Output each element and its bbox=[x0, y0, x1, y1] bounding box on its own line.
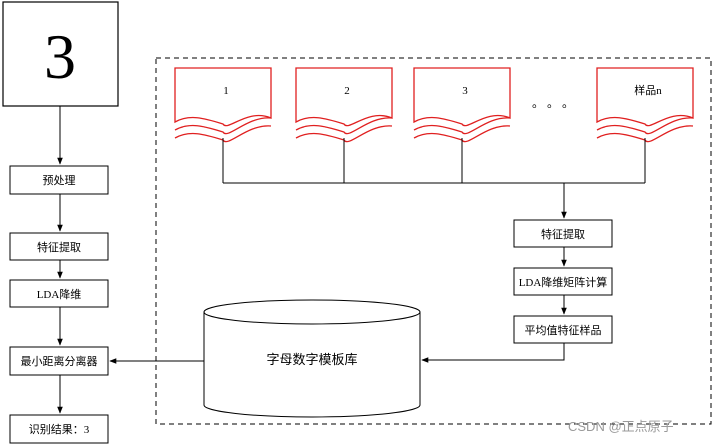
lda-matrix-node: LDA降维矩阵计算 bbox=[513, 267, 613, 296]
lda-reduce-label: LDA降维 bbox=[37, 287, 82, 301]
feature-extract-right-label: 特征提取 bbox=[541, 227, 585, 241]
database-label: 字母数字模板库 bbox=[266, 352, 357, 367]
result-label: 识别结果：3 bbox=[29, 423, 90, 436]
sample-label: 3 bbox=[462, 85, 468, 97]
sample-document: 1 bbox=[174, 67, 272, 143]
template-database: 字母数字模板库 bbox=[203, 299, 421, 418]
sample-label: 2 bbox=[344, 85, 350, 97]
mean-sample-node: 平均值特征样品 bbox=[513, 315, 613, 344]
feature-extract-left-node: 特征提取 bbox=[9, 232, 109, 261]
mean-sample-label: 平均值特征样品 bbox=[525, 323, 602, 337]
sample-documents: 1 2 3 样品n bbox=[174, 67, 694, 143]
preprocess-node: 预处理 bbox=[9, 165, 109, 195]
min-distance-label: 最小距离分离器 bbox=[21, 354, 98, 368]
right-flow: 特征提取 LDA降维矩阵计算 平均值特征样品 bbox=[421, 219, 613, 363]
sample-document: 样品n bbox=[596, 67, 694, 143]
min-distance-node: 最小距离分离器 bbox=[9, 346, 109, 376]
samples-ellipsis: 。 。 。 bbox=[532, 96, 574, 110]
sample-document: 2 bbox=[295, 67, 393, 143]
lda-matrix-label: LDA降维矩阵计算 bbox=[519, 275, 608, 289]
csdn-watermark: CSDN @正点原子 bbox=[568, 419, 674, 434]
input-digit: 3 bbox=[44, 21, 76, 92]
input-image-box: 3 bbox=[2, 1, 119, 107]
sample-label: 样品n bbox=[634, 83, 662, 97]
preprocess-label: 预处理 bbox=[43, 174, 76, 187]
feature-extract-right-node: 特征提取 bbox=[513, 219, 613, 248]
sample-bus bbox=[222, 138, 646, 219]
sample-label: 1 bbox=[223, 85, 229, 97]
sample-document: 3 bbox=[413, 67, 511, 143]
feature-extract-left-label: 特征提取 bbox=[37, 240, 81, 254]
result-node: 识别结果：3 bbox=[9, 414, 109, 444]
left-flow: 预处理 特征提取 LDA降维 最小距离分离器 识别结果：3 bbox=[9, 106, 109, 444]
training-region bbox=[155, 57, 712, 425]
lda-reduce-node: LDA降维 bbox=[9, 279, 109, 308]
